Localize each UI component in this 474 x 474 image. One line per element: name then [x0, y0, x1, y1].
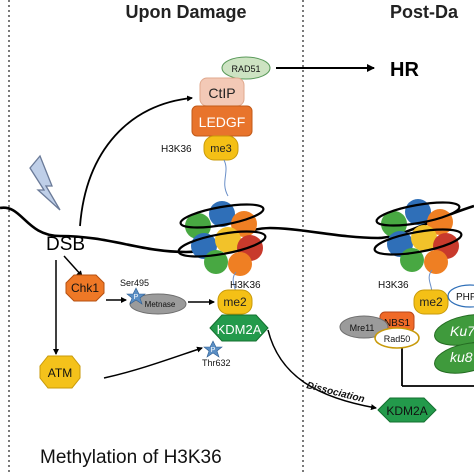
ku7-label: Ku7 [450, 323, 474, 339]
metnase-label: Metnase [145, 300, 176, 309]
rad50-oval [374, 327, 420, 349]
phf-label: PHF [456, 292, 474, 303]
me3-badge [203, 135, 239, 161]
dissociation-label: Dissociation [305, 380, 365, 405]
dissociation-arrow [267, 329, 377, 411]
kdm2a-phospho-label: P [211, 347, 216, 354]
dsb-to-chk1-arrow [63, 255, 83, 277]
h3k36-mid-label: H3K36 [230, 280, 261, 291]
ku8-label: ku8 [450, 349, 473, 365]
atm-label: ATM [48, 366, 72, 380]
ctip-label: CtIP [208, 85, 235, 101]
nucleosome-right [373, 199, 463, 274]
atm-to-kdm2a-arrow [103, 346, 203, 379]
histone-tail-top [223, 159, 229, 197]
kdm2a-bottom-label: KDM2A [386, 404, 427, 418]
lightning-bolt-icon [29, 154, 61, 211]
chk1-label: Chk1 [71, 281, 99, 295]
kdm2a-left-label: KDM2A [217, 322, 262, 337]
mre11-oval [339, 315, 389, 339]
ledgf-label: LEDGF [199, 114, 246, 130]
thr632-label: Thr632 [202, 358, 231, 368]
mre11-label: Mre11 [350, 323, 375, 333]
ser495-label: Ser495 [120, 278, 149, 288]
metnase-phospho-label: P [134, 294, 139, 301]
kdm2a-left-hexagon [209, 314, 269, 342]
bottom-caption: Methylation of H3K36 [40, 447, 222, 468]
kdm2a-phospho-star [203, 340, 223, 358]
phf-oval [447, 284, 474, 308]
dsb-to-ctip-arrow [79, 95, 193, 227]
me2-right-badge [413, 289, 449, 315]
h3k36-top-label: H3K36 [161, 144, 192, 155]
atm-shape [39, 355, 81, 389]
me3-label: me3 [210, 143, 231, 155]
rad50-label: Rad50 [384, 334, 411, 344]
chk1-shape [65, 274, 105, 302]
me2-left-badge [217, 289, 253, 315]
hr-label: HR [390, 59, 419, 81]
me2-right-label: me2 [419, 295, 443, 309]
nbs1-label: NBS1 [384, 318, 411, 329]
me2-left-label: me2 [223, 295, 247, 309]
nucleosome-left [177, 201, 267, 276]
dsb-label: DSB [46, 234, 85, 255]
h3k36-right-label: H3K36 [378, 280, 409, 291]
kdm2a-bottom-hexagon [377, 397, 437, 423]
metnase-phospho-star [126, 287, 146, 305]
rad51-label: RAD51 [231, 64, 260, 74]
heading-upon-damage: Upon Damage [125, 2, 246, 22]
ku8-oval [434, 342, 474, 374]
heading-post-damage: Post-Da [390, 2, 459, 22]
rad51-oval [221, 56, 271, 80]
